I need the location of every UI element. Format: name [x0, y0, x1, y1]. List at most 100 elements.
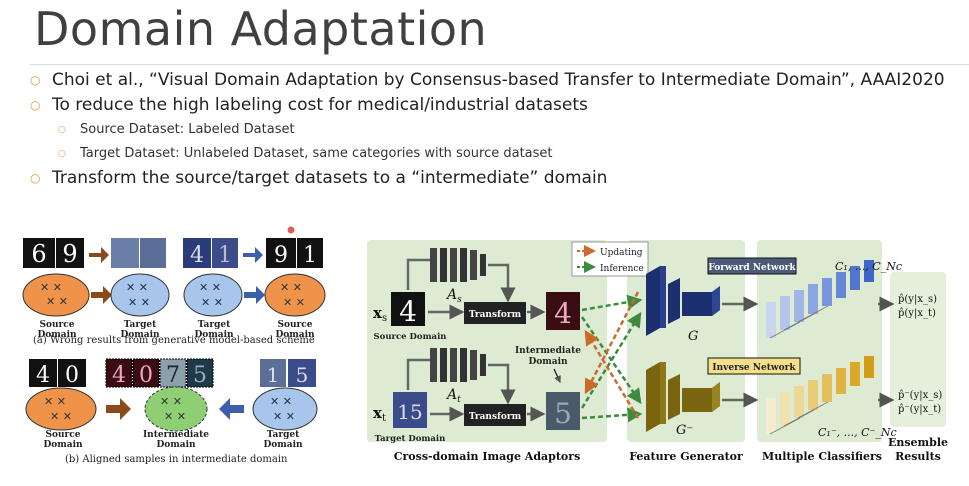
- source-domain-blob: [25, 387, 97, 431]
- output-forward-source: p̂(y|x_s): [898, 294, 937, 305]
- digit-tile: [58, 359, 86, 387]
- layer-block: [682, 286, 720, 316]
- slide-title: Domain Adaptation: [34, 2, 488, 56]
- arrow-right-icon: [89, 247, 109, 263]
- legend-updating: Updating: [600, 248, 643, 258]
- xt-letter: x: [373, 404, 383, 422]
- digit: 4: [190, 243, 204, 268]
- digit-tile: [29, 359, 57, 387]
- bullet-text: Target Dataset: Unlabeled Dataset, same …: [80, 146, 553, 161]
- cross-mark: ✕ ✕: [128, 296, 150, 309]
- bullet-marker: ○: [30, 73, 41, 87]
- classifier-layer: [766, 398, 776, 434]
- digit: 1: [267, 363, 280, 387]
- layer-block: [440, 248, 447, 282]
- cross-mark: ✕ ✕: [273, 410, 295, 423]
- label-line: Domain: [528, 357, 568, 367]
- source-digit: 4: [399, 295, 417, 328]
- classifiers-inverse: [766, 356, 874, 435]
- classifier-layer: [794, 386, 804, 418]
- digit: 4: [36, 363, 50, 388]
- layer-block: [668, 278, 680, 324]
- digit-tile-blur: [111, 238, 139, 268]
- laser-pointer-dot: [287, 226, 295, 234]
- label-line: Domain: [263, 440, 303, 450]
- layer-block: [682, 382, 720, 412]
- bullet-text: Source Dataset: Labeled Dataset: [80, 122, 295, 137]
- classifier-layer: [780, 296, 790, 330]
- digit: 1: [303, 243, 317, 268]
- label-line: Ensemble: [888, 436, 948, 449]
- digit-tile-blur: [140, 238, 166, 268]
- bullet-list: ○ Choi et al., “Visual Domain Adaptation …: [30, 68, 945, 191]
- digit-tile: [23, 238, 55, 268]
- digit: 5: [193, 363, 207, 388]
- classifier-layer: [794, 290, 804, 322]
- source-domain-blob: [264, 273, 326, 317]
- inference-arrow: [581, 407, 643, 423]
- digit: 9: [274, 243, 288, 268]
- xt-sub: t: [382, 413, 386, 424]
- xt-symbol: xt: [373, 404, 386, 424]
- bullet-marker: ○: [30, 98, 41, 112]
- As-sub: s: [457, 295, 462, 305]
- bullet-text: Choi et al., “Visual Domain Adaptation b…: [52, 70, 945, 90]
- layer-block: [646, 266, 660, 336]
- inverse-network-label: Inverse Network: [712, 363, 796, 373]
- digit-tile: [266, 238, 296, 268]
- intermediate-domain-blob: [144, 386, 208, 432]
- bullet-target: ○ Target Dataset: Unlabeled Dataset, same…: [44, 142, 945, 166]
- G-symbol: G: [688, 329, 698, 344]
- label-line: Source: [46, 430, 81, 440]
- forward-network-badge: [707, 257, 797, 275]
- layer-block: [480, 254, 486, 276]
- architecture-diagram: Updating Inference xs 4 Source Domain As…: [367, 240, 948, 463]
- generator-inverse: [646, 362, 720, 432]
- updating-arrow: [584, 329, 640, 419]
- cross-mark: ✕ ✕: [164, 410, 186, 423]
- digit: 6: [31, 240, 46, 268]
- label-line: Source: [278, 320, 313, 330]
- encoder-stack-top: [430, 248, 486, 282]
- classifiers-panel: [757, 240, 882, 442]
- title-divider: [30, 64, 969, 65]
- bullet-marker: ○: [30, 171, 41, 185]
- ensemble-panel: [890, 272, 946, 427]
- digit: 7: [166, 363, 180, 388]
- bullet-marker: ○: [58, 149, 66, 159]
- intermediate-image-top: [546, 292, 580, 330]
- label-line: Results: [895, 450, 941, 463]
- arrow-left-icon: [219, 398, 244, 420]
- layer-block: [440, 348, 447, 382]
- classifier-links: [769, 401, 829, 435]
- transform-label: Transform: [469, 412, 522, 422]
- bullet-marker: ○: [58, 125, 66, 135]
- arrow-right-icon: [91, 286, 112, 304]
- bullet-source: ○ Source Dataset: Labeled Dataset: [44, 118, 945, 142]
- xs-sub: s: [382, 313, 387, 324]
- cross-mark: ✕ ✕: [201, 296, 223, 309]
- section-adaptors: Cross-domain Image Adaptors: [394, 450, 581, 463]
- classifier-links: [769, 305, 829, 339]
- inverse-network-badge: [707, 357, 801, 375]
- digit-tile: [260, 359, 286, 387]
- classifier-layer: [766, 302, 776, 338]
- connector: [488, 263, 516, 303]
- output-forward-target: p̂(y|x_t): [898, 308, 936, 319]
- classifier-layer: [808, 284, 818, 314]
- digit-tile: [183, 238, 211, 268]
- target-digit: 15: [397, 400, 422, 424]
- digit: 5: [296, 363, 309, 387]
- transform-block-bottom: [464, 404, 526, 426]
- digit-tile: [186, 358, 214, 388]
- inference-arrow: [581, 294, 643, 312]
- label-line: Domain: [37, 330, 77, 340]
- label-line: Source: [40, 320, 75, 330]
- layer-block: [660, 362, 666, 424]
